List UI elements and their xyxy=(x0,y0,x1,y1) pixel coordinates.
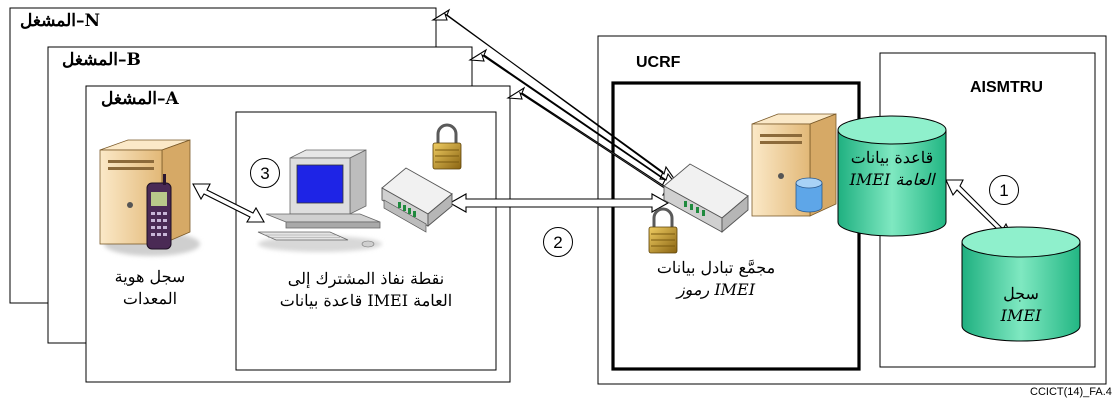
padlock-icon-operator xyxy=(432,123,462,170)
central-db-label-line1: قاعدة بيانات xyxy=(850,148,934,167)
hub-device-icon xyxy=(663,163,749,233)
padlock-icon-hub xyxy=(648,207,678,254)
registry-label-line2: IMEI xyxy=(1000,306,1042,325)
eir-label-line2: المعدات xyxy=(122,289,178,308)
desktop-computer-icon xyxy=(257,149,382,252)
step-marker-1: 1 xyxy=(989,175,1019,205)
eir-label-line1: سجل هوية xyxy=(114,267,186,286)
link-arrow-eir-pc xyxy=(192,183,265,223)
central-db-label-line2: IMEI العامة xyxy=(849,170,935,189)
link-arrow-access-hub xyxy=(448,193,670,213)
access-point-label-line2: قاعدة بيانات IMEI العامة xyxy=(279,291,453,310)
ucrf-label: UCRF xyxy=(636,54,681,71)
hub-label-line1: مجمَّع تبادل بيانات xyxy=(656,258,776,277)
registry-label-line1: سجل xyxy=(1003,284,1039,303)
registry-database-cylinder xyxy=(961,226,1081,342)
network-device-icon xyxy=(381,167,453,233)
central-database-cylinder xyxy=(837,115,947,237)
mobile-phone-icon xyxy=(146,174,172,250)
access-point-label: نقطة نفاذ المشترك إلى قاعدة بيانات IMEI … xyxy=(250,268,482,312)
operator-n-label: المشغل–N xyxy=(20,11,101,31)
step-marker-2: 2 xyxy=(543,227,573,257)
figure-reference: CCICT(14)_FA.4 xyxy=(1030,386,1112,398)
operator-b-label: المشغل–B xyxy=(62,50,141,70)
hub-label: مجمَّع تبادل بيانات رموز IMEI xyxy=(646,257,786,301)
central-db-label: قاعدة بيانات IMEI العامة xyxy=(838,147,946,191)
hub-server-icon xyxy=(751,113,837,217)
small-database-icon xyxy=(795,177,823,213)
access-point-label-line1: نقطة نفاذ المشترك إلى xyxy=(287,269,445,288)
eir-label: سجل هوية المعدات xyxy=(100,266,200,310)
operator-a-label: المشغل–A xyxy=(101,89,179,109)
registry-label: سجل IMEI xyxy=(962,283,1080,327)
hub-label-line2: رموز IMEI xyxy=(676,280,756,299)
aismtru-label: AISMTRU xyxy=(970,79,1043,96)
step-marker-3: 3 xyxy=(250,158,280,188)
